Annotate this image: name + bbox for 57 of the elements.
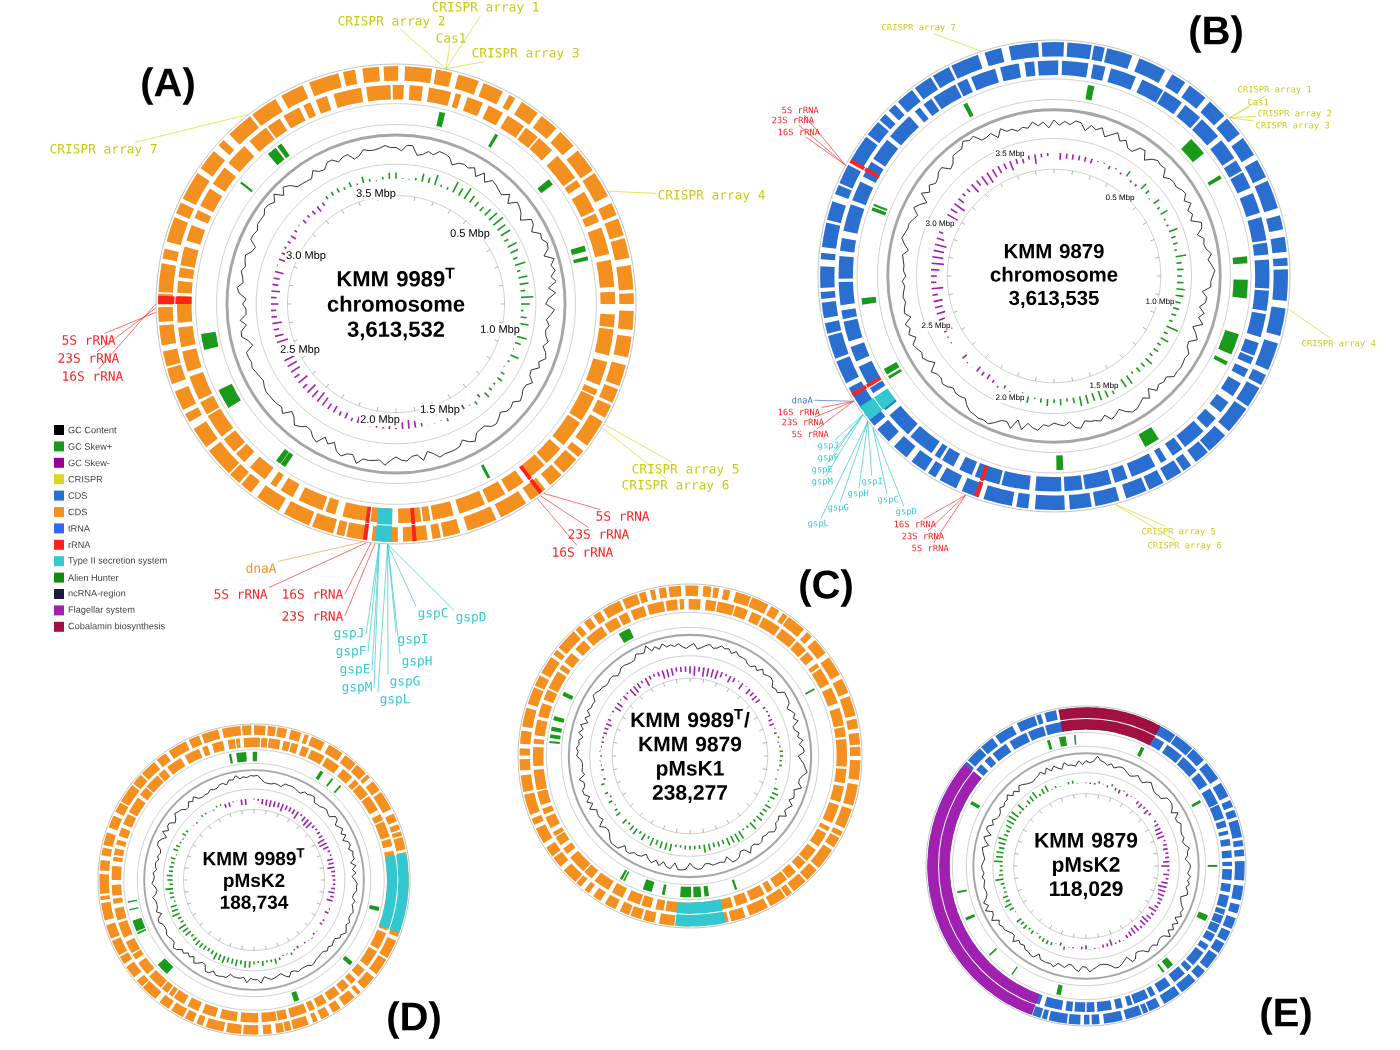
leader-line [1114,504,1176,541]
leader-line [821,400,854,408]
leader-line [867,421,873,477]
leader-line [445,61,485,70]
leader-line [858,421,869,489]
panel-letter: (A) [142,67,194,105]
leader-line [872,427,888,495]
leader-line [825,414,864,477]
leader-line [540,495,589,528]
leader-line [387,543,455,611]
leader-line [365,543,380,635]
leader-line [820,421,869,519]
leader-line [97,303,156,370]
leader-line [839,421,869,503]
leader-line [387,543,397,633]
leader-line [805,136,846,166]
leader-line [832,414,864,453]
leader-line [536,498,578,546]
leader-line [814,399,854,402]
leader-line [387,543,417,607]
leader-line [268,542,368,588]
leader-line [816,400,854,430]
leader-line [445,44,451,70]
leader-line [872,427,905,507]
leader-line [923,494,966,520]
leader-line [344,543,376,617]
leader-line [134,114,249,143]
leader-line [1287,308,1331,339]
panel-letter: (E) [1261,997,1311,1035]
leader-line [607,190,657,194]
leader-line [1229,117,1255,122]
panel-letter: (D) [388,1001,440,1039]
leader-line [933,33,982,52]
leader-line [798,124,846,166]
panel-letter: (B) [1190,15,1242,53]
leader-line [826,414,864,465]
leader-line [373,543,380,689]
leader-line [803,114,846,166]
leader-line [103,312,157,334]
leader-line [834,414,864,441]
leader-line [933,494,966,544]
leader-line [400,29,447,70]
leader-line [344,542,372,595]
leader-line [371,543,380,671]
leader-line [601,427,667,479]
leader-line [1114,504,1166,527]
leader-line [1229,106,1250,119]
leader-line [1229,95,1266,119]
genome-map: KMM 9879 pMsK2 118,029 [925,705,1247,1027]
leader-line [814,400,854,418]
leader-line [603,423,673,463]
leader-line [445,15,481,70]
leader-line [543,493,601,510]
leader-line [96,307,156,352]
leader-line [277,541,363,562]
leader-line [1229,115,1257,119]
leader-line [927,494,966,532]
